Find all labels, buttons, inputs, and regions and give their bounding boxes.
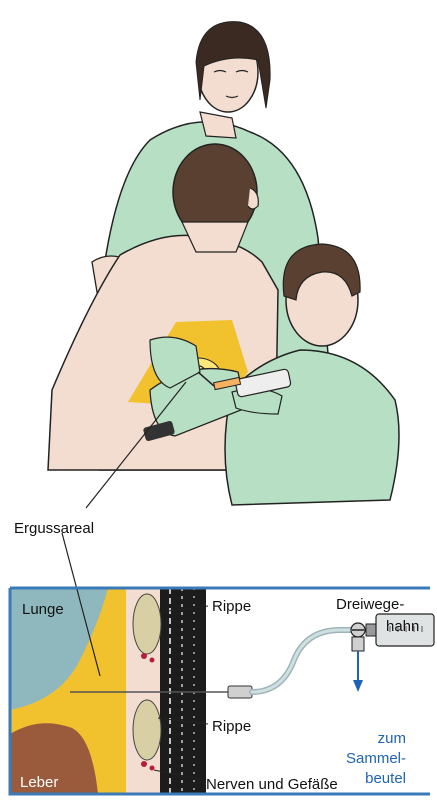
three-way-valve-icon: [351, 623, 365, 651]
chest-wall-tissue: [160, 588, 206, 794]
sammelbeutel-label-line2: Sammel-: [346, 750, 406, 767]
rippe-top-label: Rippe: [212, 598, 251, 615]
rippe-bottom-label: Rippe: [212, 718, 251, 735]
needle-hub: [228, 686, 252, 698]
dreiwegehahn-label-line2: hahn: [386, 618, 419, 635]
rib-lower: [133, 700, 161, 760]
leber-label: Leber: [20, 774, 58, 791]
rib-upper: [133, 594, 161, 654]
lunge-label: Lunge: [22, 601, 64, 618]
ergussareal-label: Ergussareal: [14, 520, 94, 537]
sammelbeutel-label-line1: zum: [378, 730, 406, 747]
nerven-gefaesse-label: Nerven und Gefäße: [206, 776, 338, 793]
dreiwegehahn-label-line1: Dreiwege-: [336, 596, 404, 613]
sammelbeutel-label-line3: beutel: [365, 770, 406, 787]
drainage-tube: [252, 630, 356, 692]
procedure-illustration: [48, 22, 399, 508]
